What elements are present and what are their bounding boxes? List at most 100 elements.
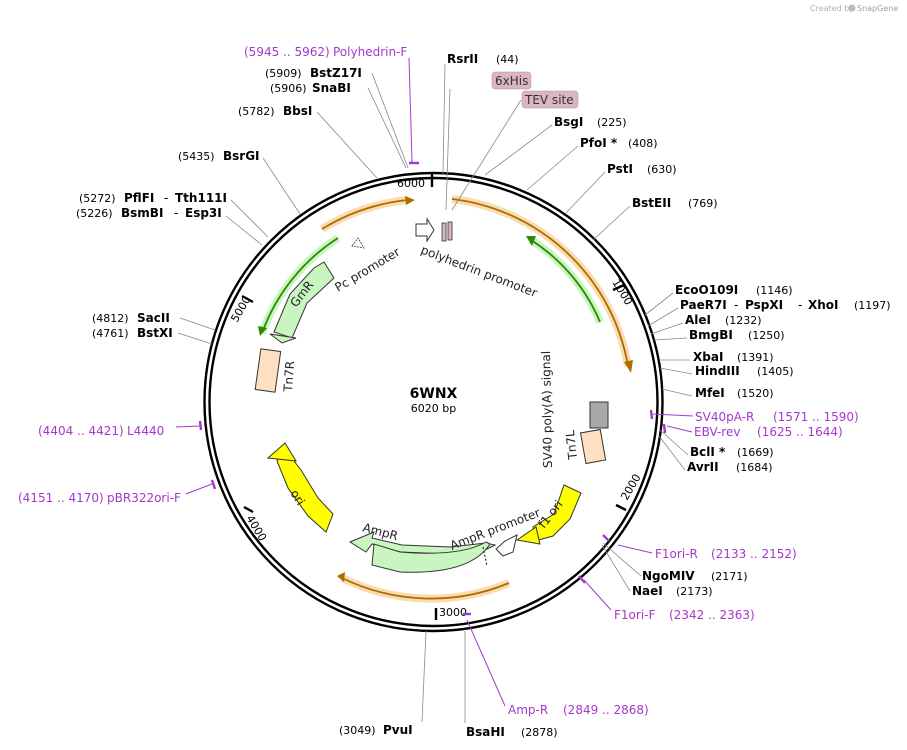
orf-line-right (451, 198, 629, 367)
enzyme-label-bsmbi: (5226)BsmBI-Esp3I (76, 206, 222, 220)
enzyme-label-xbai: XbaI(1391) (693, 350, 774, 364)
leader-alei (650, 322, 684, 335)
cds-line-right (530, 239, 601, 323)
enzyme-label-pfoi: PfoI *(408) (580, 136, 658, 150)
enzyme-label-sacii: (4812)SacII (92, 311, 170, 325)
his-tag-box (441, 222, 447, 242)
credit-text: Created by (810, 4, 854, 13)
f1-ori-arrow-head (515, 526, 541, 545)
ampr-promoter-arrow (495, 534, 518, 557)
feature-label-pc-promoter: Pc promoter (332, 245, 402, 295)
leader-ngomiv (602, 542, 642, 577)
primer-label-amp-r: Amp-R(2849 .. 2868) (508, 703, 649, 717)
leader-mfei (661, 388, 693, 397)
orf-arrowhead-right (624, 360, 633, 373)
tn7l-box (579, 428, 607, 465)
enzyme-label-snabi: (5906)SnaBI (270, 81, 351, 95)
leader-sacii (179, 317, 216, 331)
leader-ecoo109i (644, 292, 674, 316)
orf-arrowhead-top-left (405, 196, 415, 205)
feature-label-sv40-polya: SV40 poly(A) signal (539, 351, 555, 468)
enzyme-label-avrii: AvrII(1684) (687, 460, 773, 474)
leader-bstxi (177, 332, 213, 345)
backbone (203, 171, 664, 633)
tev-site-box (447, 221, 453, 241)
enzyme-label-bstxi: (4761)BstXI (92, 326, 173, 340)
primers: (5945 .. 5962)Polyhedrin-F SV40pA-R(1571… (18, 45, 859, 717)
primer-mark-f1ori-r (602, 534, 610, 542)
primer-label-sv40pa-r: SV40pA-R(1571 .. 1590) (695, 410, 859, 424)
tick-mark-2000 (615, 503, 627, 512)
enzyme-label-naei: NaeI(2173) (632, 584, 713, 598)
enzyme-label-hindiii: HindIII(1405) (695, 364, 794, 378)
primer-label-pbr322ori-f: (4151 .. 4170)pBR322ori-F (18, 491, 181, 505)
cds-arrowhead-left (258, 326, 267, 336)
enzyme-label-ecoo109i: EcoO109I(1146) (675, 283, 793, 297)
orf-line-bottom (341, 577, 510, 600)
enzyme-sites: RsrII(44) BsgI(225) PfoI *(408) PstI(630… (76, 52, 891, 739)
leader-bsgi (484, 124, 553, 176)
leader-bsteii (592, 205, 631, 241)
leader-bsrgi (262, 157, 301, 215)
orf-line-top-left (321, 199, 409, 230)
gmr-arrow-head (269, 333, 297, 344)
enzyme-label-bsteii: BstEII(769) (632, 196, 718, 210)
gmr-arrow (273, 261, 335, 339)
enzyme-label-ngomiv: NgoMIV(2171) (642, 569, 748, 583)
orf-band-right (451, 195, 632, 367)
polyhedrin-promoter-arrow (415, 217, 435, 243)
enzyme-label-psti: PstI(630) (607, 162, 677, 176)
tick-mark-1000 (612, 283, 625, 292)
tick-mark-5000 (241, 294, 254, 304)
primer-label-ebv-rev: EBV-rev(1625 .. 1644) (694, 425, 843, 439)
leader-avrii (658, 435, 686, 471)
features (254, 195, 633, 603)
leader-bsmbi (225, 215, 263, 246)
enzyme-label-pvui: (3049)PvuI (339, 723, 413, 737)
primer-mark-f1ori-f (578, 575, 586, 584)
enzyme-label-bsahi: BsaHI(2878) (466, 725, 558, 739)
tick-mark-4000 (243, 505, 254, 514)
enzyme-label-bmgbi: BmgBI(1250) (689, 328, 785, 342)
credit-brand: SnapGene (857, 4, 898, 13)
primer-leader-f1ori-r (617, 544, 653, 554)
his-tag-label: 6xHis (495, 74, 528, 88)
cds-line-left (261, 237, 339, 334)
leader-naei (601, 544, 631, 592)
tick-label-1000: 1000 (609, 277, 635, 308)
leader-bcli (659, 429, 689, 456)
primer-leader-ebv-rev (666, 425, 693, 433)
enzyme-label-alei: AleI(1232) (685, 313, 762, 327)
enzyme-label-bsgi: BsgI(225) (554, 115, 627, 129)
primer-label-f1ori-f: F1ori-F(2342 .. 2363) (614, 608, 755, 622)
primer-leader-f1ori-f (583, 579, 612, 611)
leader-hindiii (659, 367, 693, 375)
tick-label-6000: 6000 (397, 177, 425, 190)
enzyme-label-xhoi: PaeR7I-PspXI-XhoI(1197) (680, 298, 891, 312)
leader-bbsi (316, 111, 378, 179)
primer-mark-l4440 (198, 420, 203, 431)
primer-leader-sv40pa-r (652, 413, 694, 417)
ampr-dotted-overlap (482, 546, 488, 567)
leader-pvui (421, 630, 427, 723)
primer-leader-l4440 (175, 425, 202, 428)
feature-label-tn7l: Tn7L (563, 429, 580, 461)
ampr-body (371, 541, 491, 573)
primer-label-l4440: (4404 .. 4421)L4440 (38, 424, 164, 438)
leader-snabi (367, 87, 407, 169)
plasmid-length: 6020 bp (411, 402, 456, 415)
leader-pfoi (526, 145, 579, 191)
tev-site-badge (521, 90, 579, 109)
leader-rsrii (442, 63, 446, 175)
primer-mark-ebv-rev (662, 423, 667, 434)
leader-xhoi (647, 307, 679, 327)
primer-leader-pbr322ori-f (185, 483, 213, 495)
f1-ori-arrow (532, 484, 582, 542)
tags: 6xHis TEV site (445, 71, 579, 211)
his-tag-badge (491, 71, 532, 90)
tick-label-3000: 3000 (439, 606, 467, 619)
tick-label-5000: 5000 (228, 294, 253, 325)
enzyme-label-mfei: MfeI(1520) (695, 386, 774, 400)
primer-mark-pbr322ori-f (210, 479, 217, 490)
